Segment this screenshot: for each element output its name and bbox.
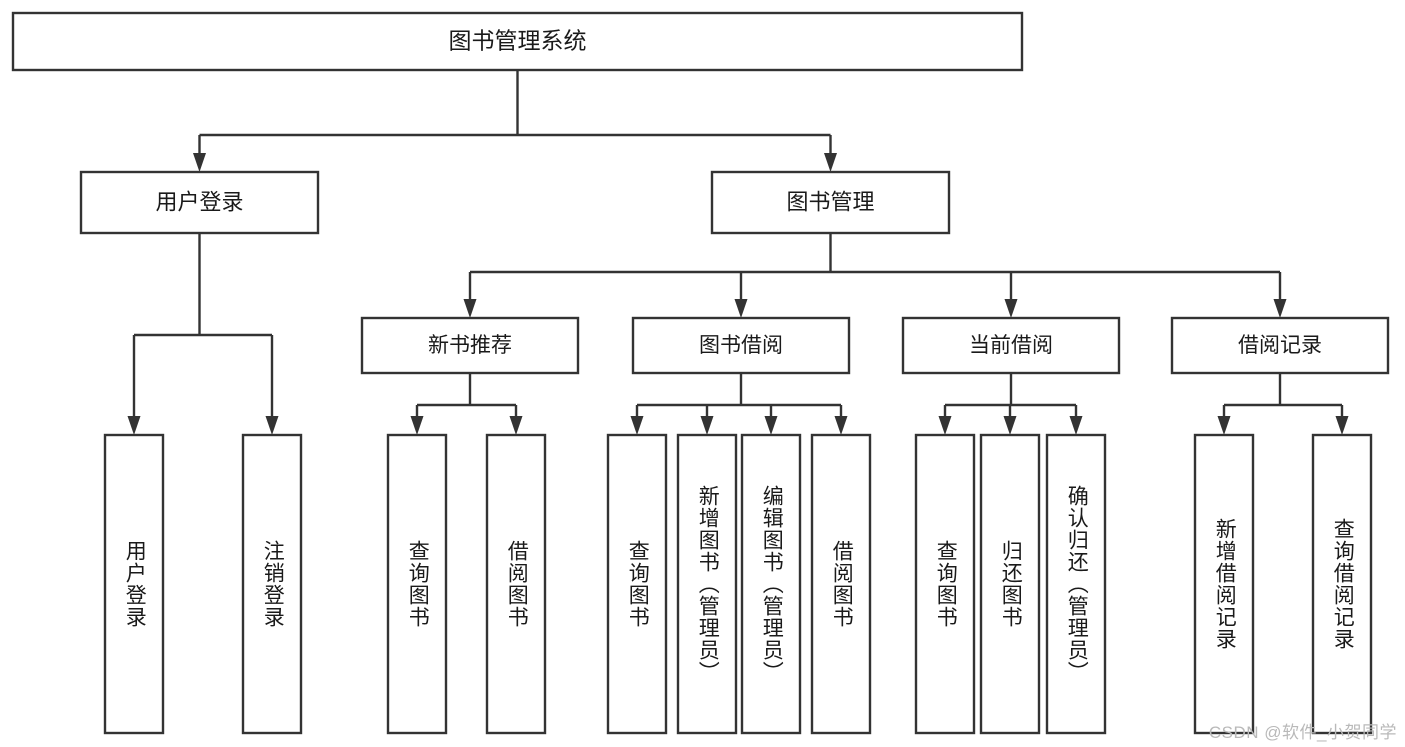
node-box-leaf-query-book-2[interactable]: [606, 433, 668, 735]
node-leaf-add-book-admin[interactable]: [676, 433, 738, 735]
node-box-leaf-add-book-admin[interactable]: [676, 433, 738, 735]
node-box-leaf-query-book-1[interactable]: [386, 433, 448, 735]
node-box-book-manage[interactable]: [710, 170, 951, 235]
arrow-head-icon: [824, 153, 837, 172]
arrow-head-icon: [734, 299, 748, 318]
arrow-head-icon: [1217, 416, 1231, 435]
node-box-leaf-return-book[interactable]: [979, 433, 1041, 735]
connector-group-new-book-recommend: [410, 373, 523, 435]
node-box-leaf-borrow-book-1[interactable]: [485, 433, 547, 735]
node-root[interactable]: 图书管理系统: [11, 11, 1024, 72]
arrow-head-icon: [265, 416, 279, 435]
node-label-current-borrow: 当前借阅: [969, 334, 1053, 357]
arrow-head-icon: [410, 416, 424, 435]
connector-group-book-borrow: [630, 373, 848, 435]
node-label-borrow-record: 借阅记录: [1238, 334, 1322, 357]
connector-group-book-manage: [463, 233, 1287, 318]
node-book-borrow[interactable]: 图书借阅: [631, 316, 851, 375]
node-book-manage[interactable]: 图书管理: [710, 170, 951, 235]
node-box-new-book-recommend[interactable]: [360, 316, 580, 375]
node-box-leaf-borrow-book-2[interactable]: [810, 433, 872, 735]
node-box-book-borrow[interactable]: [631, 316, 851, 375]
node-borrow-record[interactable]: 借阅记录: [1170, 316, 1390, 375]
node-label-root: 图书管理系统: [449, 28, 587, 54]
arrow-head-icon: [764, 416, 778, 435]
node-leaf-query-book-2[interactable]: [606, 433, 668, 735]
node-current-borrow[interactable]: 当前借阅: [901, 316, 1121, 375]
arrow-head-icon: [1335, 416, 1349, 435]
arrow-head-icon: [938, 416, 952, 435]
arrow-head-icon: [509, 416, 523, 435]
node-leaf-query-book-1[interactable]: [386, 433, 448, 735]
connector-group-borrow-record: [1217, 373, 1349, 435]
node-box-current-borrow[interactable]: [901, 316, 1121, 375]
node-box-leaf-add-borrow-record[interactable]: [1193, 433, 1255, 735]
node-box-leaf-edit-book-admin[interactable]: [740, 433, 802, 735]
node-leaf-return-book[interactable]: [979, 433, 1041, 735]
watermark-text: CSDN @软件_小贺同学: [1208, 723, 1397, 742]
node-box-leaf-user-login[interactable]: [103, 433, 165, 735]
node-label-book-borrow: 图书借阅: [699, 334, 783, 357]
node-leaf-confirm-return-admin[interactable]: [1045, 433, 1107, 735]
connector-group-user-login: [127, 233, 279, 435]
arrow-head-icon: [463, 299, 477, 318]
node-leaf-add-borrow-record[interactable]: [1193, 433, 1255, 735]
node-box-borrow-record[interactable]: [1170, 316, 1390, 375]
arrow-head-icon: [1069, 416, 1083, 435]
node-box-leaf-logout[interactable]: [241, 433, 303, 735]
node-label-book-manage: 图书管理: [786, 189, 874, 214]
node-box-user-login[interactable]: [79, 170, 320, 235]
node-leaf-logout[interactable]: [241, 433, 303, 735]
arrow-head-icon: [127, 416, 141, 435]
node-leaf-borrow-book-1[interactable]: [485, 433, 547, 735]
node-leaf-user-login[interactable]: [103, 433, 165, 735]
node-box-leaf-query-borrow-record[interactable]: [1311, 433, 1373, 735]
arrow-head-icon: [630, 416, 644, 435]
node-box-leaf-confirm-return-admin[interactable]: [1045, 433, 1107, 735]
node-leaf-query-book-3[interactable]: [914, 433, 976, 735]
connector-group-root: [193, 70, 837, 172]
arrow-head-icon: [1273, 299, 1287, 318]
arrow-head-icon: [193, 153, 206, 172]
arrow-head-icon: [700, 416, 714, 435]
node-label-new-book-recommend: 新书推荐: [428, 334, 512, 357]
node-leaf-query-borrow-record[interactable]: [1311, 433, 1373, 735]
arrow-head-icon: [1004, 299, 1018, 318]
node-leaf-edit-book-admin[interactable]: [740, 433, 802, 735]
node-box-root[interactable]: [11, 11, 1024, 72]
node-user-login[interactable]: 用户登录: [79, 170, 320, 235]
node-box-leaf-query-book-3[interactable]: [914, 433, 976, 735]
node-new-book-recommend[interactable]: 新书推荐: [360, 316, 580, 375]
node-label-user-login: 用户登录: [155, 189, 243, 214]
arrow-head-icon: [834, 416, 848, 435]
node-leaf-borrow-book-2[interactable]: [810, 433, 872, 735]
arrow-head-icon: [1003, 416, 1017, 435]
connector-group-current-borrow: [938, 373, 1083, 435]
